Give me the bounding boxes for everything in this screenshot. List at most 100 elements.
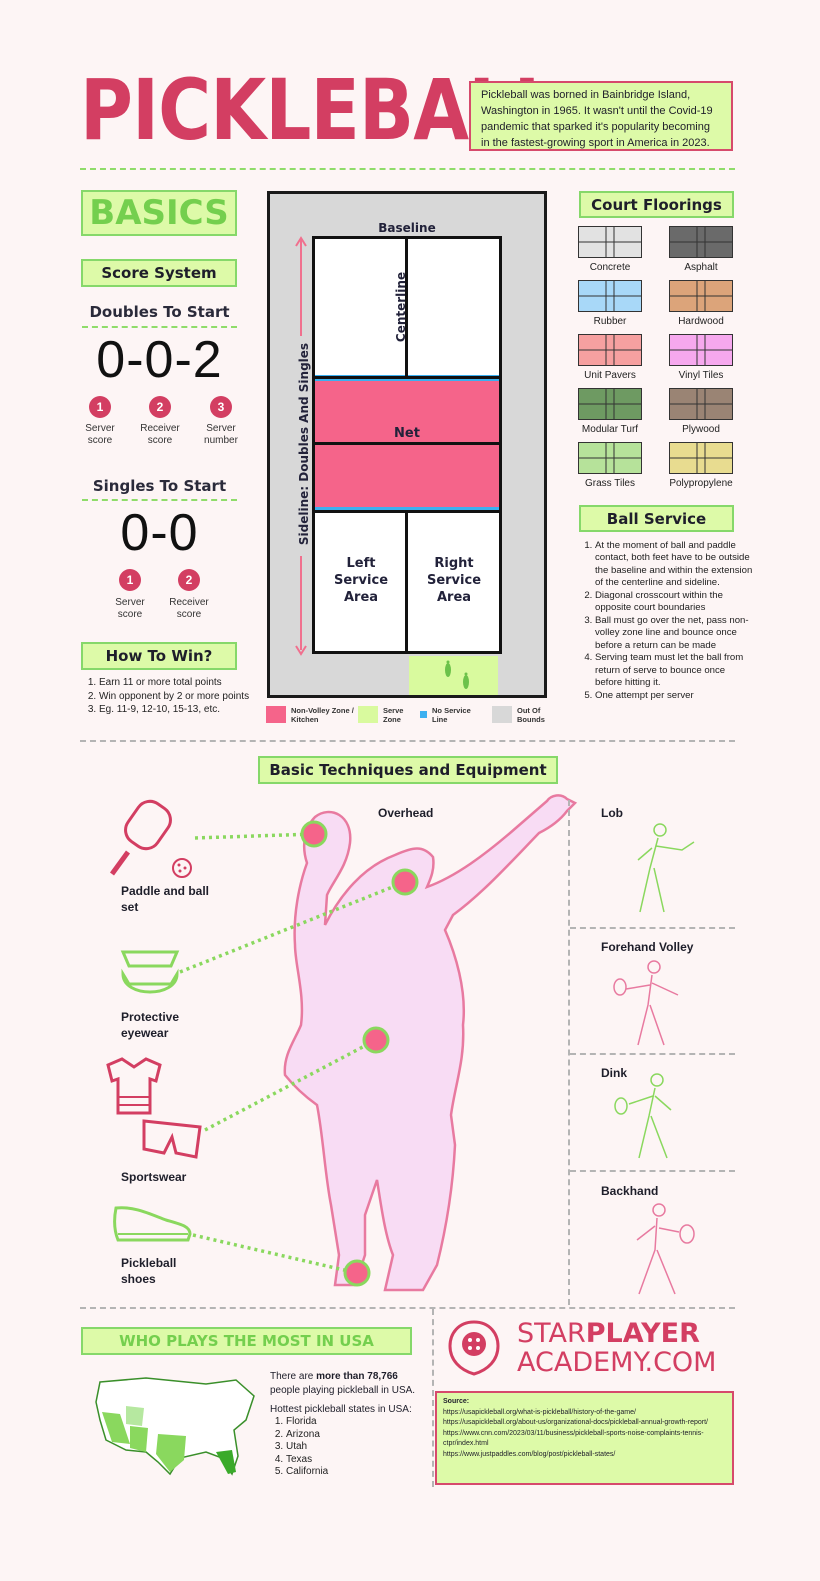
list-item: Texas	[286, 1454, 406, 1467]
divider	[570, 927, 735, 929]
brand-star: STAR	[517, 1318, 586, 1349]
list-item: Diagonal crosscourt within the opposite …	[595, 590, 753, 615]
list-item: Florida	[286, 1416, 406, 1429]
list-item: Arizona	[286, 1429, 406, 1442]
server-score-badge: 1	[89, 396, 111, 418]
flooring-swatch	[669, 280, 733, 312]
divider	[570, 1053, 735, 1055]
intro-text: Pickleball was borned in Bainbridge Isla…	[469, 81, 733, 151]
flooring-label: Unit Pavers	[584, 370, 636, 381]
equipment-label: Pickleball shoes	[121, 1256, 177, 1287]
server-score-label: Server score	[85, 423, 115, 446]
how-to-win-heading: How To Win?	[81, 642, 237, 670]
brand-player: PLAYER	[585, 1318, 700, 1349]
shoe-icon	[110, 1200, 194, 1244]
court-line	[315, 376, 499, 379]
receiver-score-badge: 2	[178, 569, 200, 591]
list-item: Earn 11 or more total points	[99, 676, 259, 690]
receiver-score-label: Receiver score	[169, 597, 209, 620]
tile-lines	[579, 281, 641, 311]
divider	[82, 499, 237, 501]
basics-heading: BASICS	[81, 190, 237, 236]
stat-prefix: There are	[270, 1371, 317, 1382]
flooring-label: Modular Turf	[581, 424, 639, 435]
flooring-swatch	[669, 226, 733, 258]
brand-line2: ACADEMY.COM	[517, 1347, 717, 1378]
dink-player-icon	[605, 1070, 695, 1162]
flooring-label: Rubber	[593, 316, 627, 327]
usa-heading: WHO PLAYS THE MOST IN USA	[81, 1327, 412, 1355]
legend-swatch-no-service	[420, 711, 427, 718]
paddle-icon	[100, 798, 196, 882]
usa-stat-text: There are more than 78,766 people playin…	[270, 1370, 420, 1397]
flooring-label: Vinyl Tiles	[678, 370, 724, 381]
source-link[interactable]: https://usapickleball.org/about-us/organ…	[443, 1419, 708, 1426]
sportswear-icon	[100, 1057, 208, 1163]
divider	[80, 168, 735, 170]
net-label: Net	[394, 426, 420, 441]
tile-lines	[670, 389, 732, 419]
shot-label-lob: Lob	[601, 806, 623, 820]
source-box: Source: https://usapickleball.org/what-i…	[435, 1391, 734, 1485]
legend-kitchen-label: Non-Volley Zone / Kitchen	[291, 706, 354, 724]
tile-lines	[670, 281, 732, 311]
divider	[568, 800, 570, 1305]
tile-lines	[579, 227, 641, 257]
flooring-label: Polypropylene	[669, 478, 733, 489]
tile-lines	[579, 335, 641, 365]
equipment-label: Sportswear	[121, 1170, 187, 1184]
stat-value: more than 78,766	[316, 1371, 398, 1382]
equipment-label: Protective eyewear	[121, 1010, 180, 1041]
divider	[432, 1309, 434, 1487]
backhand-player-icon	[625, 1198, 705, 1298]
flooring-swatch	[578, 442, 642, 474]
server-number-badge: 3	[210, 396, 232, 418]
flooring-label: Plywood	[682, 424, 720, 435]
doubles-score: 0-0-2	[96, 331, 223, 389]
states-list: Florida Arizona Utah Texas California	[270, 1416, 406, 1479]
list-item: Eg. 11-9, 12-10, 15-13, etc.	[99, 703, 259, 717]
court-floorings-heading: Court Floorings	[579, 191, 734, 218]
list-item: California	[286, 1466, 406, 1479]
centerline	[405, 513, 408, 651]
server-number-label: Server number	[204, 423, 238, 446]
list-item: At the moment of ball and paddle contact…	[595, 540, 753, 590]
eyewear-icon	[115, 944, 185, 1004]
score-system-heading: Score System	[81, 259, 237, 287]
flooring-swatch	[578, 226, 642, 258]
source-link[interactable]: https://www.cnn.com/2023/03/11/business/…	[443, 1429, 704, 1448]
server-score-badge: 1	[119, 569, 141, 591]
legend-no-service-label: No Service Line	[432, 706, 471, 724]
baseline-label: Baseline	[378, 221, 436, 235]
list-item: Serving team must let the ball from retu…	[595, 652, 753, 689]
swatch	[492, 706, 512, 723]
tile-lines	[670, 443, 732, 473]
shot-label-forehand-volley: Forehand Volley	[601, 940, 694, 954]
lob-player-icon	[620, 820, 700, 920]
divider	[80, 740, 735, 742]
flooring-label: Grass Tiles	[584, 478, 635, 489]
net-line	[315, 442, 499, 445]
serve-zone	[409, 656, 498, 695]
forehand-volley-player-icon	[608, 955, 698, 1050]
divider	[570, 1170, 735, 1172]
shot-label-backhand: Backhand	[601, 1184, 659, 1198]
flooring-label: Hardwood	[678, 316, 724, 327]
usa-map-icon	[86, 1370, 262, 1482]
receiver-score-badge: 2	[149, 396, 171, 418]
stat-suffix: people playing pickleball in USA.	[270, 1384, 416, 1396]
right-service-area-label: Right Service Area	[426, 556, 482, 605]
legend-out-label: Out Of Bounds	[517, 706, 545, 724]
source-link[interactable]: https://www.justpaddles.com/blog/post/pi…	[443, 1450, 616, 1458]
tile-lines	[579, 443, 641, 473]
divider	[82, 326, 237, 328]
equipment-label: Paddle and ball set	[121, 884, 210, 915]
source-link[interactable]: https://usapickleball.org/what-is-pickle…	[443, 1408, 636, 1416]
swatch	[266, 706, 286, 723]
overhead-player-illustration	[255, 785, 585, 1300]
list-item: Ball must go over the net, pass non-voll…	[595, 615, 753, 652]
techniques-heading: Basic Techniques and Equipment	[258, 756, 558, 784]
tile-lines	[670, 227, 732, 257]
brand-line1: STARPLAYER	[517, 1320, 700, 1347]
legend-swatch-kitchen	[266, 706, 286, 723]
